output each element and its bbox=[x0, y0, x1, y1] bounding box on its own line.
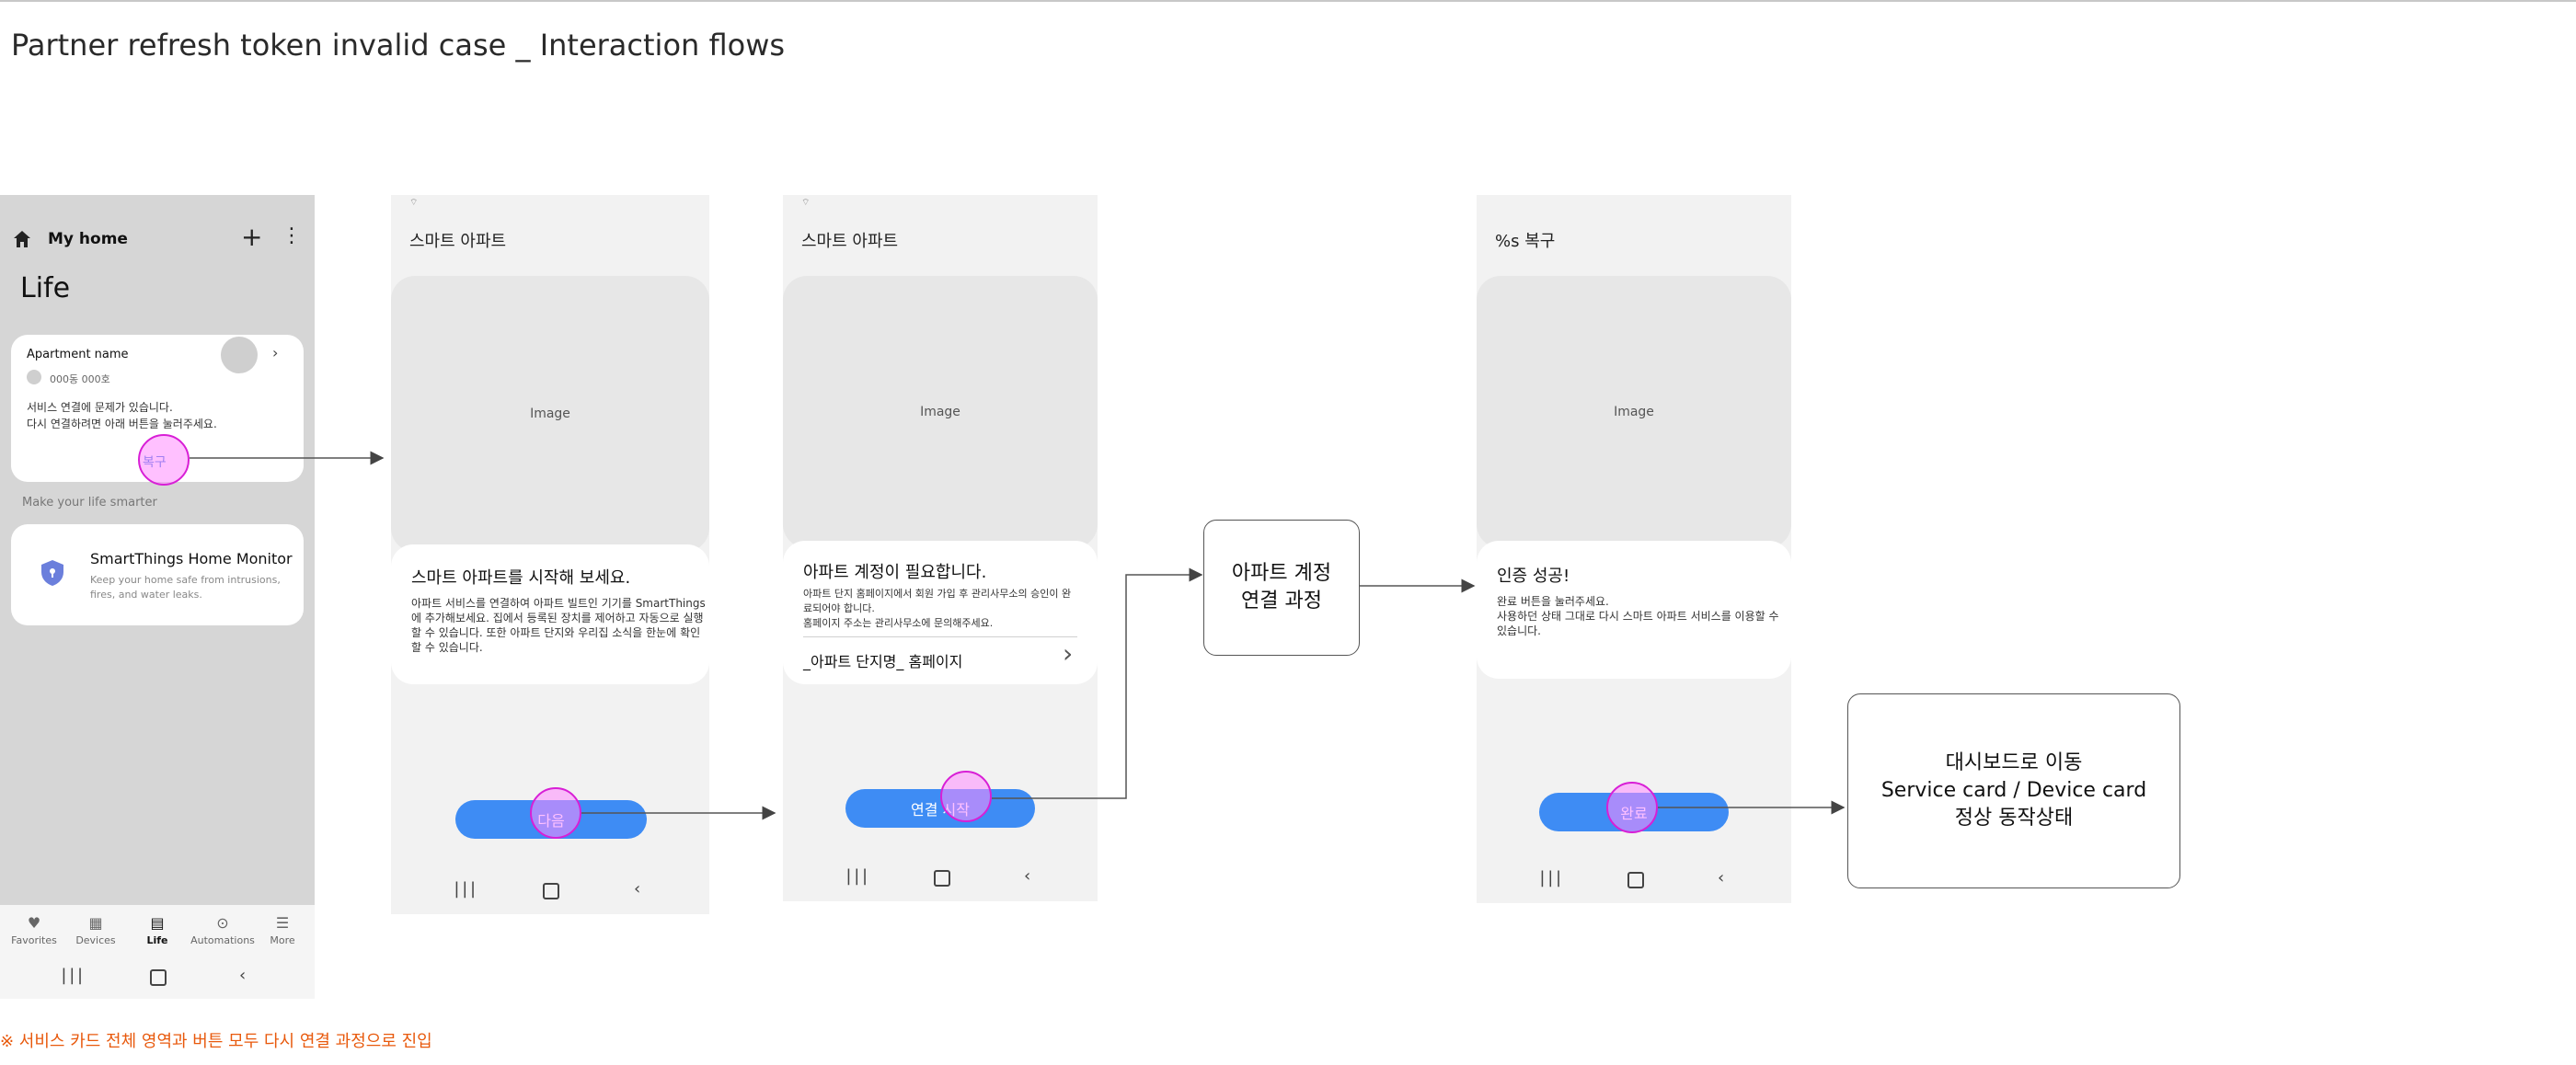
tab-life[interactable]: ▤Life bbox=[125, 914, 190, 946]
screen-start-apartment: ⌔ 스마트 아파트 Image 스마트 아파트를 시작해 보세요. 아파트 서비… bbox=[391, 195, 709, 914]
content-body-line1: 아파트 단지 홈페이지에서 회원 가입 후 관리사무소의 승인이 완 bbox=[803, 588, 1072, 600]
back-icon[interactable]: ‹ bbox=[634, 879, 641, 899]
unit-icon bbox=[27, 370, 41, 384]
system-nav-bar: ||| ‹ bbox=[1477, 868, 1791, 896]
system-nav-bar: ||| ‹ bbox=[783, 866, 1098, 894]
play-icon: ⊙ bbox=[216, 914, 229, 932]
life-icon: ▤ bbox=[150, 914, 165, 932]
section-title: Life bbox=[20, 272, 71, 304]
result-line3: 정상 동작상태 bbox=[1954, 807, 2074, 830]
screen-title: 스마트 아파트 bbox=[801, 232, 899, 251]
content-body-line2: 사용하던 상태 그대로 다시 스마트 아파트 서비스를 이용할 수 bbox=[1497, 610, 1779, 623]
footnote: ※ 서비스 카드 전체 영역과 버튼 모두 다시 연결 과정으로 진입 bbox=[0, 1032, 432, 1051]
screen-title: %s 복구 bbox=[1495, 232, 1556, 251]
top-divider bbox=[0, 0, 2576, 2]
divider bbox=[803, 636, 1077, 637]
apartment-name: Apartment name bbox=[27, 348, 129, 361]
content-body-line3: 홈페이지 주소는 관리사무소에 문의해주세요. bbox=[803, 617, 994, 629]
error-message-line1: 서비스 연결에 문제가 있습니다. bbox=[27, 401, 173, 414]
add-icon[interactable]: + bbox=[241, 222, 263, 252]
recent-apps-icon[interactable]: ||| bbox=[1537, 868, 1563, 888]
content-body-line2: 료되어야 합니다. bbox=[803, 602, 875, 614]
tap-indicator-next bbox=[530, 787, 581, 839]
tap-indicator-start-connection bbox=[940, 771, 992, 822]
shield-icon bbox=[40, 559, 64, 587]
tap-indicator-recover bbox=[138, 434, 190, 486]
chevron-right-icon[interactable]: › bbox=[1063, 638, 1074, 669]
tab-automations[interactable]: ⊙Automations bbox=[190, 914, 255, 946]
image-placeholder: Image bbox=[391, 276, 709, 552]
suggestion-label: Make your life smarter bbox=[22, 496, 157, 510]
monitor-desc-line2: fires, and water leaks. bbox=[90, 589, 202, 601]
home-nav-icon[interactable] bbox=[1627, 872, 1644, 888]
apartment-logo bbox=[221, 337, 258, 373]
system-nav-bar: ||| ‹ bbox=[0, 966, 315, 993]
back-icon[interactable]: ‹ bbox=[1024, 866, 1031, 886]
tab-favorites[interactable]: ♥Favorites bbox=[2, 914, 66, 946]
back-icon[interactable]: ‹ bbox=[239, 966, 247, 985]
content-body-line4: 할 수 있습니다. bbox=[411, 641, 483, 654]
content-heading: 스마트 아파트를 시작해 보세요. bbox=[411, 568, 631, 588]
content-body-line3: 있습니다. bbox=[1497, 624, 1541, 637]
screen-title: 스마트 아파트 bbox=[409, 232, 507, 251]
process-line1: 아파트 계정 bbox=[1231, 562, 1332, 585]
content-body-line2: 에 추가해보세요. 집에서 등록된 장치를 제어하고 자동으로 실행 bbox=[411, 612, 704, 624]
screen-life-tab: My home + ⋮ Life Apartment name › 000동 0… bbox=[0, 195, 315, 999]
home-icon[interactable] bbox=[11, 228, 33, 250]
wifi-icon: ⌔ bbox=[409, 198, 419, 208]
account-connection-process-box: 아파트 계정 연결 과정 bbox=[1203, 520, 1360, 656]
screen-recovery-success: %s 복구 Image 인증 성공! 완료 버튼을 눌러주세요. 사용하던 상태… bbox=[1477, 195, 1791, 903]
image-placeholder: Image bbox=[783, 276, 1098, 548]
tab-more[interactable]: ☰More bbox=[250, 914, 315, 946]
back-icon[interactable]: ‹ bbox=[1718, 868, 1725, 888]
home-nav-icon[interactable] bbox=[150, 969, 167, 986]
content-card: 아파트 계정이 필요합니다. 아파트 단지 홈페이지에서 회원 가입 후 관리사… bbox=[783, 541, 1098, 684]
result-line2: Service card / Device card bbox=[1880, 779, 2147, 802]
home-nav-icon[interactable] bbox=[934, 870, 950, 887]
result-line1: 대시보드로 이동 bbox=[1945, 751, 2083, 774]
wifi-icon: ⌔ bbox=[801, 198, 811, 208]
content-body-line3: 할 수 있습니다. 또한 아파트 단지와 우리집 소식을 한눈에 확인 bbox=[411, 626, 701, 639]
content-body-line1: 아파트 서비스를 연결하여 아파트 빌트인 기기를 SmartThings bbox=[411, 597, 706, 610]
recent-apps-icon[interactable]: ||| bbox=[452, 879, 477, 899]
tap-indicator-done bbox=[1606, 782, 1658, 833]
content-body-line1: 완료 버튼을 눌러주세요. bbox=[1497, 595, 1609, 608]
heart-icon: ♥ bbox=[27, 914, 41, 932]
location-title[interactable]: My home bbox=[48, 230, 128, 248]
chevron-right-icon[interactable]: › bbox=[272, 344, 279, 361]
system-nav-bar: ||| ‹ bbox=[391, 879, 709, 907]
page-title: Partner refresh token invalid case _ Int… bbox=[11, 28, 786, 63]
bottom-tab-bar: ♥Favorites ▦Devices ▤Life ⊙Automations ☰… bbox=[0, 905, 315, 999]
recent-apps-icon[interactable]: ||| bbox=[59, 966, 85, 985]
monitor-desc-line1: Keep your home safe from intrusions, bbox=[90, 574, 281, 586]
home-monitor-card[interactable]: SmartThings Home Monitor Keep your home … bbox=[11, 524, 304, 625]
monitor-title: SmartThings Home Monitor bbox=[90, 550, 293, 567]
error-message-line2: 다시 연결하려면 아래 버튼을 눌러주세요. bbox=[27, 418, 217, 430]
recent-apps-icon[interactable]: ||| bbox=[844, 866, 869, 886]
more-options-icon[interactable]: ⋮ bbox=[282, 224, 302, 247]
content-card: 스마트 아파트를 시작해 보세요. 아파트 서비스를 연결하여 아파트 빌트인 … bbox=[391, 544, 709, 684]
dashboard-result-box: 대시보드로 이동 Service card / Device card 정상 동… bbox=[1847, 693, 2180, 888]
apartment-unit: 000동 000호 bbox=[50, 373, 110, 385]
content-heading: 인증 성공! bbox=[1497, 567, 1570, 586]
screen-account-required: ⌔ 스마트 아파트 Image 아파트 계정이 필요합니다. 아파트 단지 홈페… bbox=[783, 195, 1098, 901]
home-nav-icon[interactable] bbox=[543, 883, 559, 899]
devices-icon: ▦ bbox=[88, 914, 103, 932]
homepage-link[interactable]: _아파트 단지명_ 홈페이지 bbox=[803, 653, 963, 670]
content-heading: 아파트 계정이 필요합니다. bbox=[803, 563, 987, 582]
image-placeholder: Image bbox=[1477, 276, 1791, 548]
menu-icon: ☰ bbox=[275, 914, 290, 932]
apartment-service-card[interactable]: Apartment name › 000동 000호 서비스 연결에 문제가 있… bbox=[11, 335, 304, 482]
content-card: 인증 성공! 완료 버튼을 눌러주세요. 사용하던 상태 그대로 다시 스마트 … bbox=[1477, 541, 1791, 679]
process-line2: 연결 과정 bbox=[1241, 590, 1322, 613]
tab-devices[interactable]: ▦Devices bbox=[63, 914, 128, 946]
